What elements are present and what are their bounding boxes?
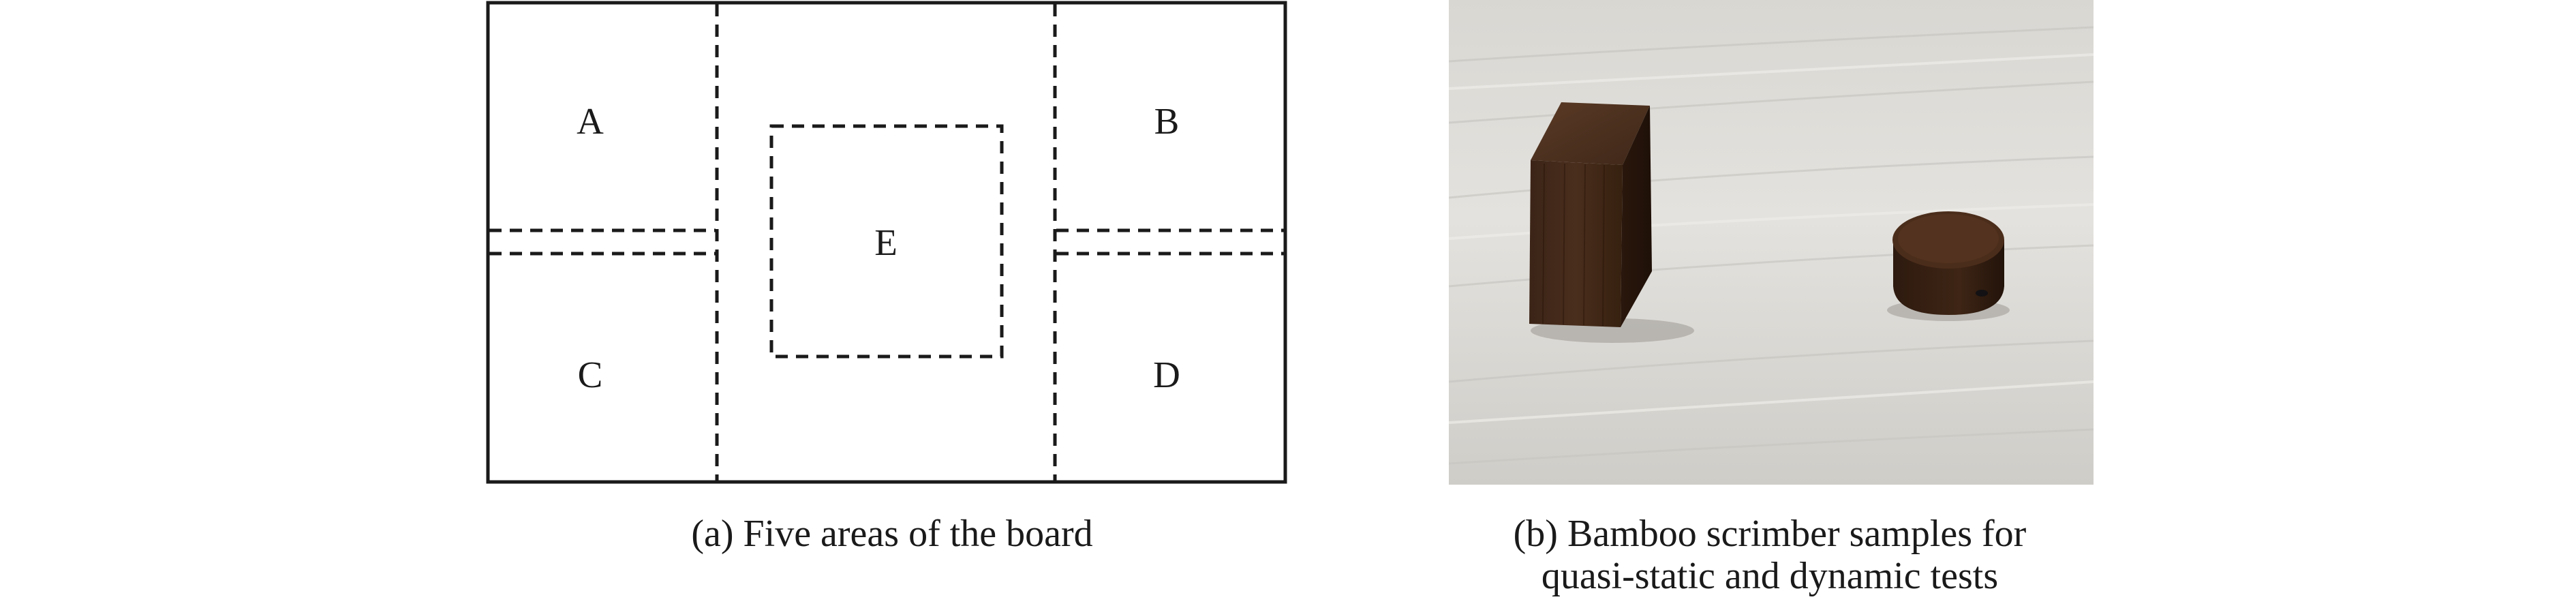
samples-photo (1449, 0, 2094, 485)
area-label-b: B (1154, 100, 1180, 142)
board-outline (486, 1, 1287, 484)
area-label-c: C (578, 354, 603, 395)
center-area-outline (769, 124, 1004, 359)
area-label-d: D (1153, 354, 1180, 395)
area-label-e: E (874, 222, 898, 263)
caption-b-line2: quasi-static and dynamic tests (1541, 555, 1999, 597)
caption-panel-b: (b) Bamboo scrimber samples for quasi-st… (1446, 513, 2094, 597)
area-label-a: A (577, 100, 604, 142)
caption-a-text: (a) Five areas of the board (691, 513, 1093, 555)
caption-panel-a: (a) Five areas of the board (487, 513, 1298, 555)
caption-b-line1: (b) Bamboo scrimber samples for (1513, 513, 2027, 555)
